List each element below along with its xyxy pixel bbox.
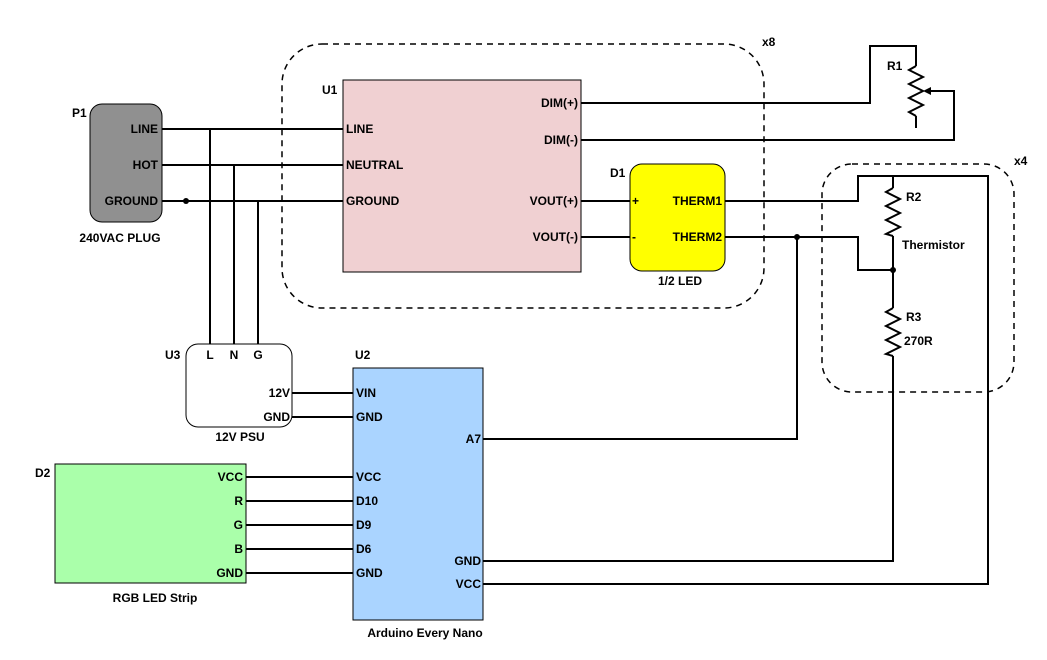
u2-pin-d6: D6 <box>356 542 372 556</box>
u2-pin-d9: D9 <box>356 518 372 532</box>
group-u1-multiplier: x8 <box>762 35 776 49</box>
u2-pin-vin: VIN <box>356 386 376 400</box>
d2-pin-g: G <box>234 518 243 532</box>
u3-ref: U3 <box>165 348 181 362</box>
u2-body <box>352 367 484 621</box>
u2-pin-gnd-sensor: GND <box>454 554 481 568</box>
wires <box>162 45 989 585</box>
d2-pin-r: R <box>234 494 243 508</box>
p1-pin-ground: GROUND <box>105 194 159 208</box>
r3-zigzag <box>883 307 903 357</box>
u3-pin-l: L <box>206 348 213 362</box>
d2-pin-b: B <box>234 542 243 556</box>
u1-pin-dim-minus: DIM(-) <box>544 133 578 147</box>
r3-ref: R3 <box>906 310 922 324</box>
r3-resistor: R3 270R <box>883 307 933 357</box>
d1-body <box>629 163 726 272</box>
p1-plug: P1 LINE HOT GROUND 240VAC PLUG <box>72 103 163 245</box>
d1-pin-therm1: THERM1 <box>673 194 723 208</box>
r1-zigzag <box>906 65 926 117</box>
u2-caption: Arduino Every Nano <box>367 626 482 640</box>
r2-value: Thermistor <box>902 238 965 252</box>
u2-pin-gnd-psu: GND <box>356 410 383 424</box>
wire-dim-plus <box>581 45 917 104</box>
r2-thermistor: R2 Thermistor <box>883 187 965 252</box>
u1-pin-vout-plus: VOUT(+) <box>530 194 578 208</box>
d2-caption: RGB LED Strip <box>113 591 198 605</box>
group-r2-multiplier: x4 <box>1014 154 1028 168</box>
u2-pin-d10: D10 <box>356 494 378 508</box>
p1-pin-line: LINE <box>131 122 158 136</box>
u1-body <box>342 79 582 273</box>
u1-pin-ground: GROUND <box>346 194 400 208</box>
group-r2-outline <box>821 163 1015 393</box>
d1-caption: 1/2 LED <box>658 274 702 288</box>
u2-pin-vcc-strip: VCC <box>356 470 382 484</box>
u1-pin-vout-minus: VOUT(-) <box>533 230 578 244</box>
u1-pin-line: LINE <box>346 122 373 136</box>
wire-therm1 <box>483 175 989 585</box>
u2-pin-vcc-sensor: VCC <box>456 577 482 591</box>
u2-arduino: U2 VIN GND VCC D10 D9 D6 GND A7 GND VCC … <box>352 348 484 640</box>
wire-dim-minus <box>581 90 955 141</box>
u3-pin-n: N <box>230 348 239 362</box>
u1-driver: U1 LINE NEUTRAL GROUND DIM(+) DIM(-) VOU… <box>322 79 582 273</box>
r1-ref: R1 <box>887 59 903 73</box>
d1-led: D1 + - THERM1 THERM2 1/2 LED <box>610 163 726 288</box>
p1-body <box>89 103 163 223</box>
junction-ground <box>183 198 189 204</box>
r3-value: 270R <box>904 334 933 348</box>
wire-a7 <box>483 237 798 440</box>
r2-ref: R2 <box>906 190 922 204</box>
d1-pin-therm2: THERM2 <box>673 230 723 244</box>
p1-caption: 240VAC PLUG <box>79 231 160 245</box>
u1-pin-neutral: NEUTRAL <box>346 158 403 172</box>
u2-pin-gnd-strip: GND <box>356 566 383 580</box>
group-u1-outline <box>281 43 765 309</box>
r1-wiper-arrow <box>923 87 931 95</box>
d2-ref: D2 <box>35 466 51 480</box>
u3-caption: 12V PSU <box>215 430 264 444</box>
d1-ref: D1 <box>610 166 626 180</box>
wire-r3-gnd <box>483 356 894 562</box>
p1-ref: P1 <box>72 106 87 120</box>
r2-zigzag <box>883 187 903 237</box>
d1-pin-minus: - <box>632 230 636 244</box>
d2-pin-vcc: VCC <box>218 470 244 484</box>
d1-pin-plus: + <box>632 194 639 208</box>
u3-pin-gnd: GND <box>263 410 290 424</box>
u1-ref: U1 <box>322 83 338 97</box>
u2-ref: U2 <box>355 348 371 362</box>
wire-therm2 <box>725 236 893 271</box>
u3-pin-12v: 12V <box>269 386 290 400</box>
u2-pin-a7: A7 <box>466 432 482 446</box>
d2-rgb-strip: D2 VCC R G B GND RGB LED Strip <box>35 463 247 605</box>
d2-pin-gnd: GND <box>216 566 243 580</box>
d2-body <box>54 463 247 584</box>
r1-potentiometer: R1 <box>887 59 934 128</box>
u3-pin-g: G <box>253 348 262 362</box>
u1-pin-dim-plus: DIM(+) <box>541 96 578 110</box>
u3-psu: U3 L N G 12V GND 12V PSU <box>165 343 293 444</box>
u3-body <box>185 343 293 428</box>
p1-pin-hot: HOT <box>133 158 159 172</box>
